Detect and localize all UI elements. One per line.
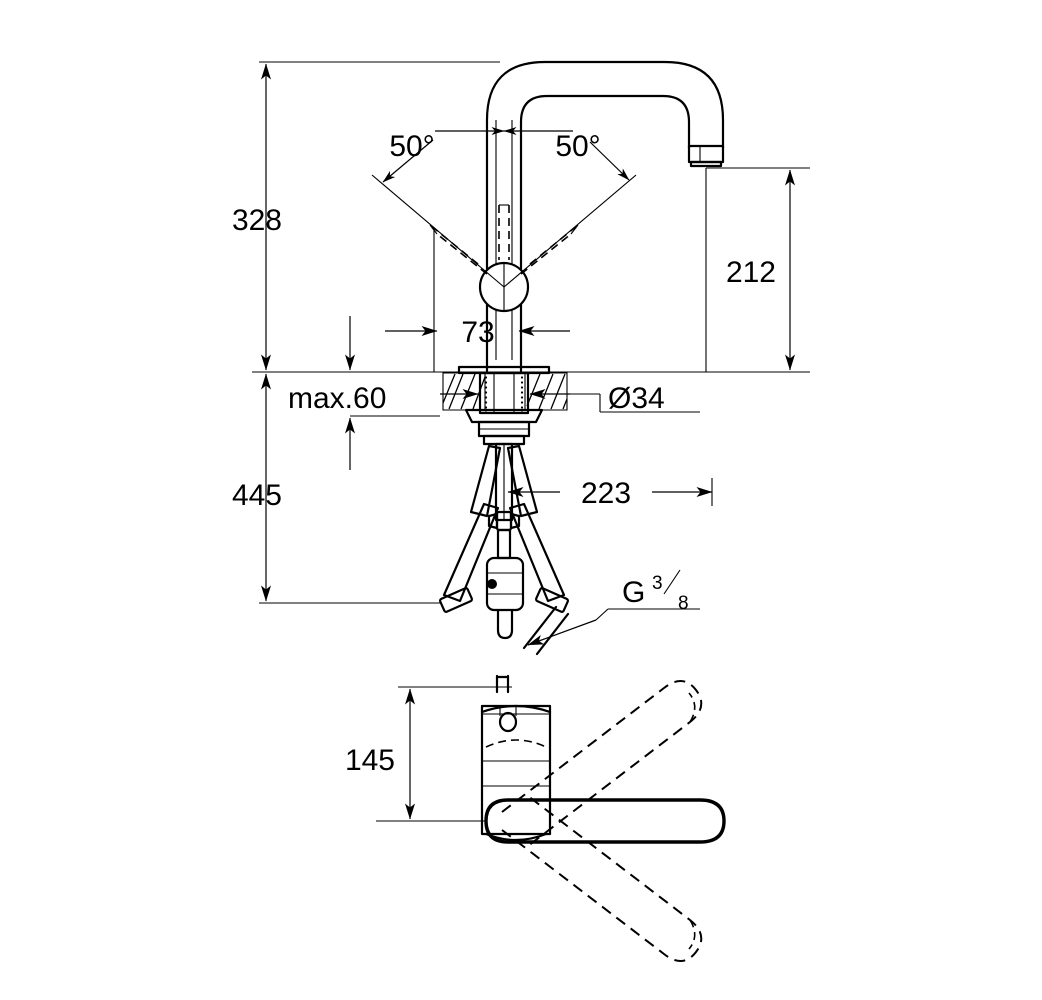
swivel-angle-indicators: 50° 50° (371, 127, 637, 288)
plan-spout-arm-center (484, 798, 726, 844)
dimension-max-60: max.60 (288, 316, 440, 470)
dimension-max-60-label: max.60 (288, 382, 386, 415)
thread-denominator-label: 8 (678, 593, 689, 614)
dimension-diameter-34: Ø34 (440, 382, 700, 415)
spout-body (485, 60, 725, 307)
top-plan-view: 145 (345, 674, 726, 962)
dimension-212-label: 212 (726, 256, 776, 289)
mounting-shank (457, 365, 551, 446)
plan-spout-arm-lower-position (501, 795, 703, 962)
braided-supply-hoses (438, 502, 570, 656)
swivel-angle-left-label: 50° (389, 130, 434, 163)
plan-mixer-body (480, 704, 552, 842)
dimension-223: 223 (507, 477, 713, 510)
dimension-328-label: 328 (232, 204, 282, 237)
mixer-column (485, 120, 523, 373)
hose-weight-block (485, 510, 525, 640)
plan-spout-arm-upper-position (501, 680, 703, 847)
dimension-445-label: 445 (232, 479, 282, 512)
swivel-angle-right-label: 50° (555, 130, 600, 163)
dimension-223-label: 223 (581, 477, 631, 510)
dimension-73: 73 (385, 316, 570, 349)
dimension-145-label: 145 (345, 744, 395, 777)
dimension-212: 212 (706, 167, 810, 371)
dimension-145: 145 (345, 686, 500, 822)
thread-numerator-label: 3 (652, 573, 663, 594)
dimension-73-label: 73 (461, 316, 494, 349)
dimension-328: 328 (232, 61, 500, 371)
spout-outlet-aerator (687, 144, 725, 168)
thread-letter-label: G (622, 576, 645, 609)
dimension-thread-g38: G 3 8 (527, 569, 700, 646)
front-elevation-view: 50° 50° (232, 60, 810, 656)
dimension-diameter-34-label: Ø34 (608, 382, 665, 415)
dimension-445: 445 (232, 373, 440, 604)
